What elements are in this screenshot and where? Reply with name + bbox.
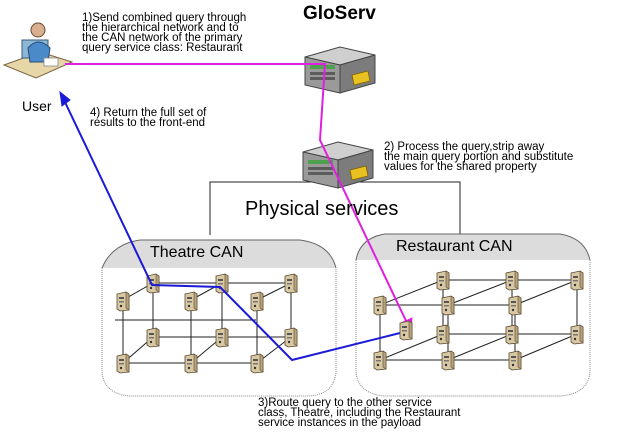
query-path-magenta (65, 63, 413, 332)
server-node-icon (441, 350, 455, 371)
step-3-label: 3)Route query to the other service class… (258, 397, 461, 429)
theatre-nodes (116, 273, 298, 374)
server-node-icon (436, 324, 450, 345)
server-node-icon (215, 327, 229, 348)
restaurant-can-label: Restaurant CAN (396, 238, 513, 255)
theatre-can-group (101, 239, 337, 397)
server-node-icon (116, 353, 130, 374)
server-node-icon (508, 295, 522, 316)
server-node-icon (508, 350, 522, 371)
server-node-icon (250, 291, 264, 312)
server-node-icon (284, 327, 298, 348)
server-node-icon (373, 350, 387, 371)
server-node-icon (184, 353, 198, 374)
step-4-label: 4) Return the full set of results to the… (90, 107, 207, 129)
gloserv-title: GloServ (303, 3, 376, 24)
server-node-icon (146, 327, 160, 348)
server-node-icon (116, 291, 130, 312)
server-node-icon (373, 295, 387, 316)
step-1-label: 1)Send combined query through the hierar… (82, 12, 247, 54)
restaurant-can-group (355, 233, 591, 397)
theatre-can-label: Theatre CAN (150, 244, 244, 261)
gloserv-primary-server-icon (304, 46, 376, 94)
server-node-icon (505, 270, 519, 291)
theatre-mesh-links (115, 282, 292, 364)
server-node-icon (284, 273, 298, 294)
server-node-icon (436, 270, 450, 291)
user-workstation-icon (2, 22, 74, 79)
server-node-icon (570, 270, 584, 291)
gloserv-processing-server-icon (302, 141, 374, 189)
server-node-icon (184, 291, 198, 312)
server-node-icon (505, 324, 519, 345)
step-2-label: 2) Process the query,strip away the main… (384, 141, 574, 173)
server-node-icon (570, 324, 584, 345)
user-label: User (22, 98, 52, 114)
server-node-icon (250, 353, 264, 374)
server-node-icon (441, 295, 455, 316)
physical-services-label: Physical services (245, 198, 399, 220)
target-restaurant-node-icon (399, 320, 413, 341)
return-path-blue (59, 90, 401, 362)
